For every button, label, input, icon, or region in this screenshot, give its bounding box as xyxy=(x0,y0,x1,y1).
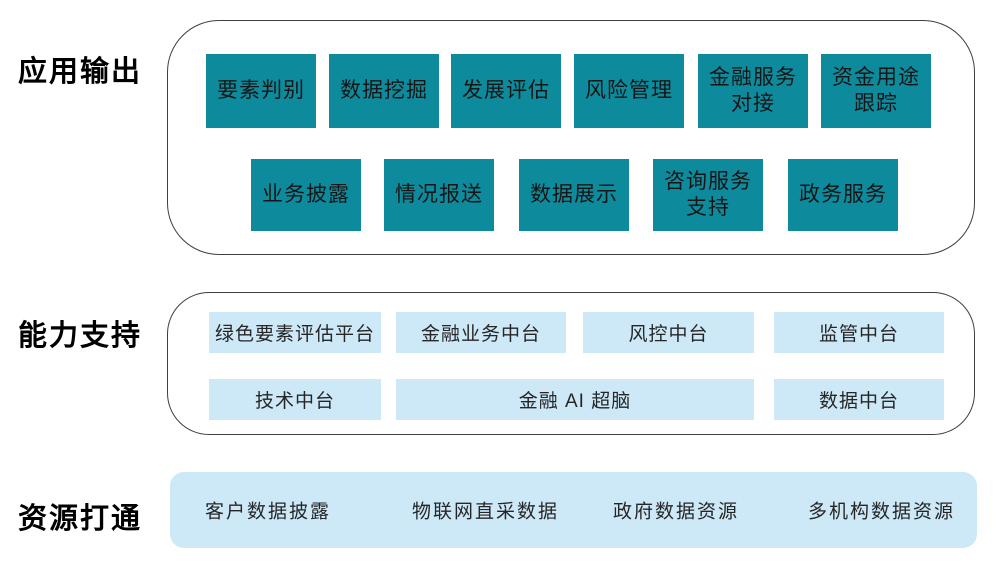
capability-box: 金融业务中台 xyxy=(396,312,566,353)
resource-item: 物联网直采数据 xyxy=(412,501,560,523)
app-box: 风险管理 xyxy=(574,54,684,128)
resource-item: 政府数据资源 xyxy=(613,501,740,523)
resource-item: 客户数据披露 xyxy=(205,501,332,523)
app-box: 政务服务 xyxy=(788,159,898,231)
app-box: 咨询服务 支持 xyxy=(653,159,763,231)
app-box: 数据展示 xyxy=(519,159,629,231)
capability-box: 金融 AI 超脑 xyxy=(396,379,754,420)
app-box: 情况报送 xyxy=(384,159,494,231)
capability-box: 技术中台 xyxy=(209,379,381,420)
app-box: 发展评估 xyxy=(451,54,561,128)
app-box: 要素判别 xyxy=(206,54,316,128)
resource-item: 多机构数据资源 xyxy=(808,501,956,523)
app-output-container: 要素判别 数据挖掘 发展评估 风险管理 金融服务 对接 资金用途 跟踪 业务披露… xyxy=(167,20,975,255)
section-label-resource: 资源打通 xyxy=(18,503,143,535)
capability-box: 风控中台 xyxy=(583,312,754,353)
section-label-capability: 能力支持 xyxy=(18,320,143,352)
resource-bar: 客户数据披露 物联网直采数据 政府数据资源 多机构数据资源 xyxy=(170,472,977,548)
section-label-app-output: 应用输出 xyxy=(18,56,143,88)
capability-box: 绿色要素评估平台 xyxy=(209,312,381,353)
app-box: 数据挖掘 xyxy=(329,54,439,128)
app-box: 业务披露 xyxy=(251,159,361,231)
capability-box: 数据中台 xyxy=(774,379,944,420)
capability-box: 监管中台 xyxy=(774,312,944,353)
capability-container: 绿色要素评估平台 金融业务中台 风控中台 监管中台 技术中台 金融 AI 超脑 … xyxy=(167,292,975,435)
app-box: 金融服务 对接 xyxy=(698,54,808,128)
app-box: 资金用途 跟踪 xyxy=(821,54,931,128)
